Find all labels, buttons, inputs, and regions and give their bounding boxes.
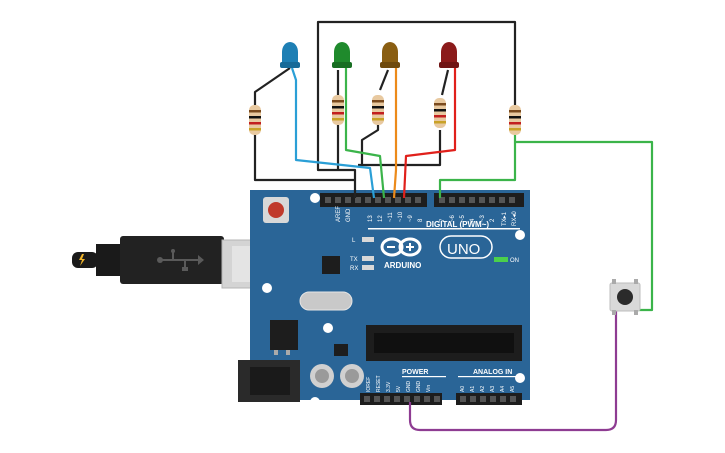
- mount-hole: [515, 230, 525, 240]
- wire-black-yellow-resistor[interactable]: [358, 125, 380, 167]
- pin-gnd1-label: GND: [406, 381, 412, 393]
- pin-9-label: ~9: [408, 214, 414, 222]
- pin-13-label: 13: [368, 215, 374, 222]
- pin-reset-label: RESET: [376, 375, 382, 392]
- usb-chip: [322, 256, 340, 274]
- pin-gnd2-label: GND: [416, 381, 422, 393]
- led-tx-label: TX: [350, 257, 358, 263]
- wire-black-yellow-led-lead[interactable]: [378, 69, 390, 91]
- resistor-green[interactable]: [332, 95, 344, 125]
- voltage-regulator: [270, 320, 298, 350]
- wire-orange-pin11[interactable]: [392, 68, 398, 199]
- pin-a5-label: A5: [510, 386, 516, 392]
- arduino-logo-icon: [380, 237, 422, 257]
- pin-2-label: 2: [490, 218, 496, 222]
- pin-3v3-label: 3.3V: [386, 381, 392, 392]
- wire-blue-pin13[interactable]: [290, 67, 376, 199]
- pin-ioref-label: IOREF: [366, 377, 372, 392]
- reset-button[interactable]: [263, 197, 289, 223]
- resistor-button[interactable]: [509, 105, 521, 135]
- wire-black-blue-resistor[interactable]: [253, 135, 355, 182]
- led-l-label: L: [352, 238, 356, 244]
- wire-purple-5v-button[interactable]: [408, 305, 618, 432]
- pin-8-label: 8: [418, 218, 424, 222]
- green-led[interactable]: [332, 42, 352, 68]
- pin-5-label: ~5: [460, 214, 466, 222]
- mount-hole: [515, 373, 525, 383]
- wire-black-top[interactable]: [316, 20, 517, 105]
- pushbutton[interactable]: [609, 279, 641, 315]
- wire-red-pin10[interactable]: [402, 68, 457, 199]
- pin-10-label: ~10: [398, 211, 404, 222]
- pin-7-label: 7: [440, 218, 446, 222]
- pin-a3-label: A3: [490, 386, 496, 392]
- mount-hole: [310, 397, 320, 407]
- mount-hole: [310, 193, 320, 203]
- usb-symbol-icon: [157, 249, 204, 271]
- power-on-led: [494, 257, 508, 262]
- led-rx-label: RX: [350, 266, 358, 272]
- on-label: ON: [510, 258, 519, 264]
- led-rx: [362, 265, 374, 270]
- wire-green-pin12[interactable]: [344, 68, 386, 199]
- pin-a2-label: A2: [480, 386, 486, 392]
- small-chip: [334, 344, 348, 356]
- resistor-yellow[interactable]: [372, 95, 384, 125]
- crystal-oscillator: [299, 291, 353, 311]
- uno-logo: UNO: [447, 241, 480, 258]
- usb-bolt-icon: [79, 254, 85, 266]
- pin-a4-label: A4: [500, 386, 506, 392]
- blue-led[interactable]: [280, 42, 300, 68]
- pin-vin-label: Vin: [426, 385, 432, 392]
- yellow-led[interactable]: [380, 42, 400, 68]
- resistor-red[interactable]: [434, 98, 446, 128]
- analog-header-label: ANALOG IN: [473, 369, 512, 376]
- wire-green-pin7[interactable]: [438, 142, 517, 198]
- digital-header-label: DIGITAL (PWM~): [426, 220, 489, 229]
- pin-tx1-label: TX▸1: [502, 211, 508, 226]
- wire-black-red-led-lead[interactable]: [440, 69, 450, 96]
- mount-hole: [262, 283, 272, 293]
- digital-header-left: [320, 193, 427, 207]
- pin-3-label: ~3: [480, 214, 486, 222]
- mount-hole: [323, 323, 333, 333]
- pin-11-label: ~11: [388, 212, 394, 222]
- wire-black-red-resistor[interactable]: [362, 130, 442, 167]
- power-header: [360, 393, 442, 405]
- power-header-label: POWER: [402, 369, 428, 376]
- wire-green-button-pin7[interactable]: [513, 135, 654, 312]
- pin-4-label: 4: [470, 218, 476, 222]
- pin-5v-label: 5V: [396, 385, 402, 392]
- pin-a0-label: A0: [460, 386, 466, 392]
- pin-12-label: 12: [378, 215, 384, 222]
- aref-label: AREF: [336, 206, 342, 222]
- pin-rx0-label: RX◂0: [512, 211, 518, 226]
- uno-logo-frame: [439, 235, 493, 259]
- led-l: [362, 237, 374, 242]
- pin-a1-label: A1: [470, 386, 476, 392]
- arduino-wordmark: ARDUINO: [384, 261, 421, 270]
- led-tx: [362, 256, 374, 261]
- arduino-uno-board[interactable]: AREF GND 13 12 ~11 ~10 ~9 8 7 ~6 ~5 4 ~3…: [238, 190, 530, 407]
- wire-black-blue-led-lead[interactable]: [253, 67, 291, 105]
- pin-6-label: ~6: [450, 214, 456, 222]
- red-led[interactable]: [439, 42, 459, 68]
- gnd-pin-label: GND: [346, 208, 352, 222]
- resistor-blue[interactable]: [249, 105, 261, 135]
- wire-black-gnd-bus[interactable]: [316, 35, 357, 198]
